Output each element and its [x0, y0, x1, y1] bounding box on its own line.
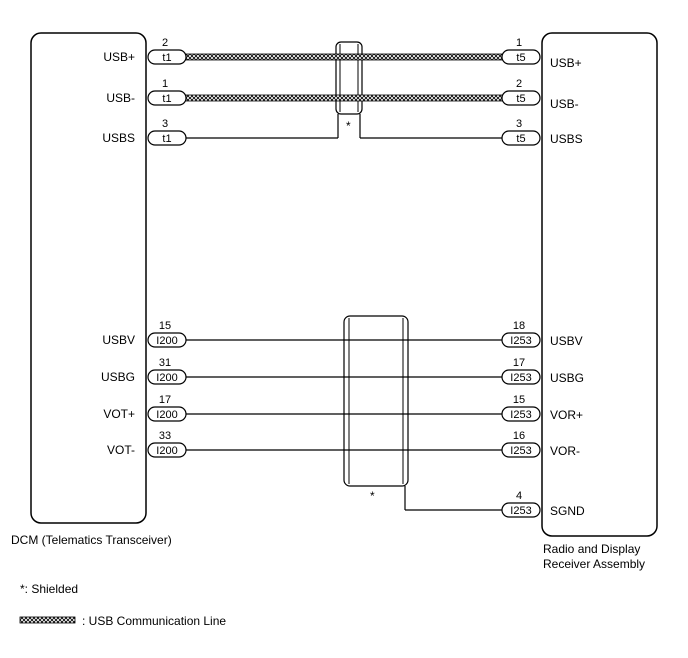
- right-connector-4: [501, 369, 541, 385]
- left-connector-code-3: I200: [156, 335, 177, 347]
- left-connector-code-6: I200: [156, 445, 177, 457]
- right-connector-code-3: I253: [510, 335, 531, 347]
- right-terminal-label-3: USBV: [550, 334, 583, 348]
- left-connector-4: [147, 369, 187, 385]
- right-connector-0: [501, 49, 541, 65]
- shield-top: [335, 41, 363, 115]
- right-pin-4: 17: [513, 357, 525, 369]
- shield-top-mark: *: [346, 119, 351, 133]
- left-connector-code-2: t1: [162, 133, 171, 145]
- left-pin-1: 1: [162, 78, 168, 90]
- right-terminal-label-1: USB-: [550, 97, 579, 111]
- right-pin-6: 16: [513, 430, 525, 442]
- shield-bottom: [343, 315, 409, 487]
- right-connector-3: [501, 332, 541, 348]
- right-connector-code-5: I253: [510, 409, 531, 421]
- left-pin-5: 17: [159, 394, 171, 406]
- left-connector-1: [147, 90, 187, 106]
- right-terminal-label-sgnd: SGND: [550, 504, 585, 518]
- right-connector-5: [501, 406, 541, 422]
- wires-layer: [185, 53, 503, 511]
- right-connector-code-2: t5: [516, 133, 525, 145]
- left-connector-2: [147, 130, 187, 146]
- left-terminal-label-6: VOT-: [107, 443, 135, 457]
- left-connector-0: [147, 49, 187, 65]
- radio-receiver-name-line2: Receiver Assembly: [543, 557, 645, 571]
- dcm-name: DCM (Telematics Transceiver): [11, 533, 172, 547]
- legend-usb-swatch: [19, 616, 76, 624]
- left-pin-0: 2: [162, 37, 168, 49]
- right-pin-0: 1: [516, 37, 522, 49]
- left-terminal-label-4: USBG: [101, 370, 135, 384]
- legend-shielded: *: Shielded: [20, 582, 78, 596]
- right-connector-code-1: t5: [516, 93, 525, 105]
- left-pin-3: 15: [159, 320, 171, 332]
- left-pin-4: 31: [159, 357, 171, 369]
- left-connector-code-4: I200: [156, 372, 177, 384]
- left-connector-3: [147, 332, 187, 348]
- right-pin-1: 2: [516, 78, 522, 90]
- right-terminal-label-5: VOR+: [550, 408, 583, 422]
- left-terminal-label-3: USBV: [102, 333, 135, 347]
- left-terminal-label-0: USB+: [103, 50, 135, 64]
- usb-line-wire-0: [185, 53, 503, 61]
- left-pin-6: 33: [159, 430, 171, 442]
- right-connector-code-4: I253: [510, 372, 531, 384]
- left-connector-code-0: t1: [162, 52, 171, 64]
- dcm-box: [30, 32, 147, 524]
- usb-line-wire-1: [185, 94, 503, 102]
- right-connector-code-6: I253: [510, 445, 531, 457]
- right-terminal-label-2: USBS: [550, 132, 583, 146]
- radio-receiver-box: [541, 32, 658, 537]
- right-connector-code-0: t5: [516, 52, 525, 64]
- right-connector-sgnd: [501, 502, 541, 518]
- right-pin-sgnd: 4: [516, 490, 522, 502]
- legend-usb-line: : USB Communication Line: [82, 614, 226, 628]
- left-connector-6: [147, 442, 187, 458]
- left-pin-2: 3: [162, 118, 168, 130]
- right-pin-2: 3: [516, 118, 522, 130]
- right-connector-1: [501, 90, 541, 106]
- radio-receiver-name-line1: Radio and Display: [543, 542, 640, 556]
- right-terminal-label-6: VOR-: [550, 444, 580, 458]
- right-terminal-label-0: USB+: [550, 56, 582, 70]
- right-pin-5: 15: [513, 394, 525, 406]
- right-connector-2: [501, 130, 541, 146]
- left-terminal-label-1: USB-: [106, 91, 135, 105]
- left-connector-5: [147, 406, 187, 422]
- right-terminal-label-4: USBG: [550, 371, 584, 385]
- left-terminal-label-2: USBS: [102, 131, 135, 145]
- left-connector-code-5: I200: [156, 409, 177, 421]
- left-connector-code-1: t1: [162, 93, 171, 105]
- left-terminal-label-5: VOT+: [103, 407, 135, 421]
- right-connector-code-sgnd: I253: [510, 505, 531, 517]
- shield-bottom-mark: *: [370, 489, 375, 503]
- right-connector-6: [501, 442, 541, 458]
- right-pin-3: 18: [513, 320, 525, 332]
